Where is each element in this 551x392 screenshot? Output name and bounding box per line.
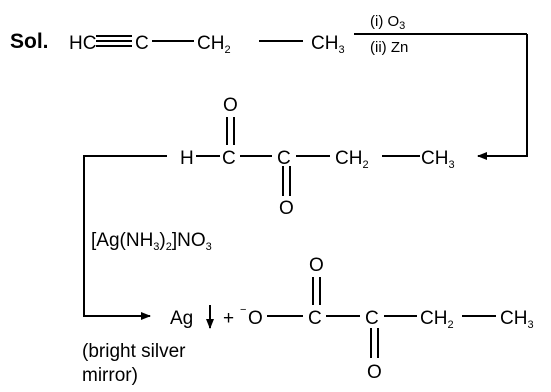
intermediate-c1: C	[222, 148, 236, 169]
product-double-bond-bottom	[370, 328, 379, 358]
intermediate-o-bottom: O	[279, 198, 294, 219]
product-negative-charge: −	[240, 304, 246, 316]
product-ch3: CH3	[500, 308, 534, 331]
note-line-2: mirror)	[82, 365, 138, 386]
intermediate-ch3: CH3	[421, 148, 455, 171]
product-plus: +	[223, 308, 234, 329]
reactant-ch3: CH3	[311, 33, 345, 56]
triple-bond	[96, 35, 132, 47]
intermediate-o-top: O	[223, 95, 238, 116]
note-line-1: (bright silver	[82, 341, 186, 362]
arrow-2-to-product	[83, 155, 167, 320]
product-c1: C	[308, 308, 322, 329]
intermediate-double-bond-top	[226, 117, 235, 145]
product-o-minus: O	[248, 308, 263, 329]
reactant-c: C	[135, 33, 149, 54]
product-silver: Ag	[170, 308, 193, 329]
reactant-hc: HC	[69, 33, 96, 54]
intermediate-h: H	[180, 148, 194, 169]
product-ch2: CH2	[420, 308, 454, 331]
reactant-ch2: CH2	[197, 33, 231, 56]
intermediate-ch2: CH2	[335, 148, 369, 171]
arrow-1-to-intermediate	[477, 34, 528, 160]
product-c2: C	[365, 308, 379, 329]
product-o-bottom: O	[367, 362, 382, 383]
solution-label: Sol.	[10, 30, 49, 53]
tollens-reagent: [Ag(NH3)2]NO3	[91, 230, 212, 253]
intermediate-c2: C	[277, 148, 291, 169]
reagent-zinc: (ii) Zn	[370, 39, 408, 56]
product-double-bond-top	[312, 277, 321, 305]
intermediate-double-bond-bottom	[282, 166, 291, 196]
product-o-top: O	[309, 255, 324, 276]
reagent-ozone: (i) O3	[370, 13, 405, 32]
